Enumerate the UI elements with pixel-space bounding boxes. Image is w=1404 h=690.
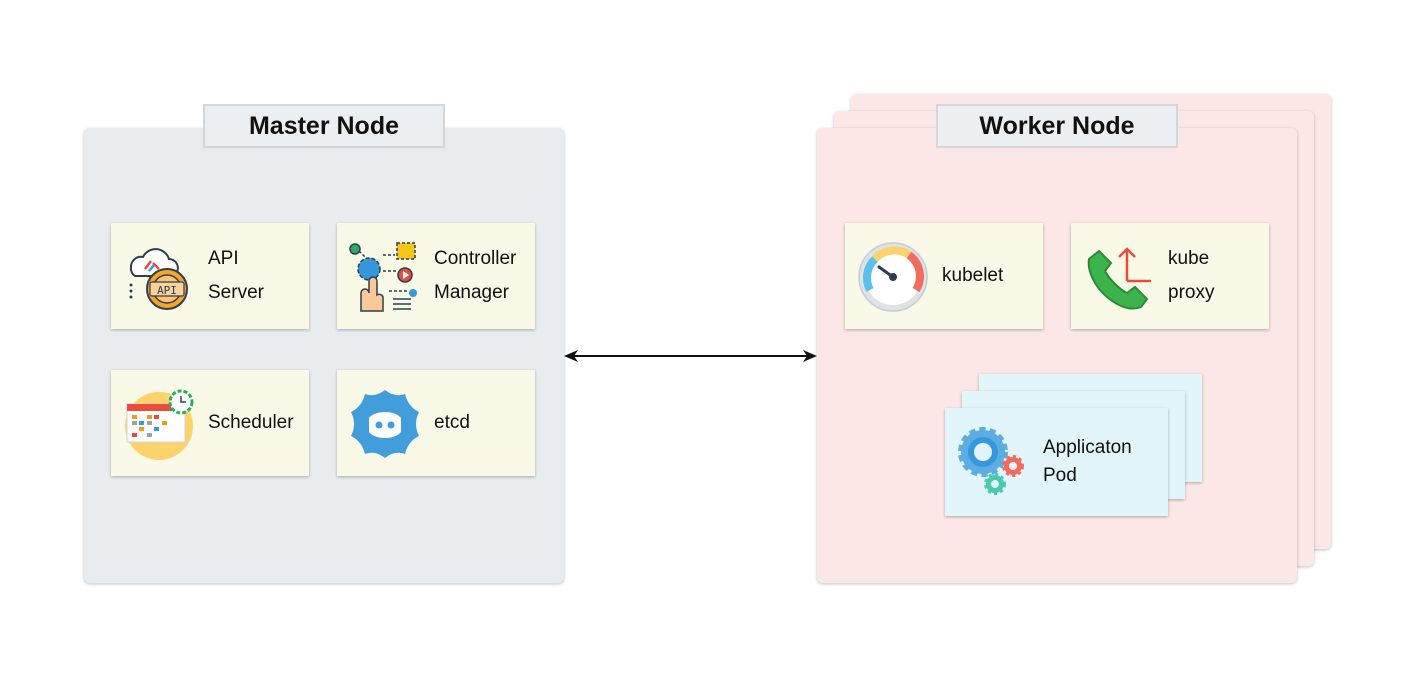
worker-node-title: Worker Node — [936, 104, 1178, 148]
etcd-card: etcd — [337, 370, 535, 476]
master-node-title: Master Node — [203, 104, 445, 148]
app-pod-card: Applicaton Pod — [945, 408, 1168, 516]
controller-manager-card: Controller Manager — [337, 223, 535, 329]
api-server-label-line2: Server — [208, 282, 264, 303]
speedometer-icon — [858, 242, 928, 312]
scheduler-card: Scheduler — [111, 370, 309, 476]
touch-control-flow-icon — [349, 242, 417, 312]
etcd-label: etcd — [434, 412, 470, 433]
api-server-label-line1: API — [208, 248, 239, 269]
svg-text:API: API — [157, 284, 177, 297]
app-pod-label-line1: Applicaton — [1043, 437, 1132, 458]
kube-proxy-card: kube proxy — [1071, 223, 1269, 329]
kube-proxy-label-line2: proxy — [1168, 282, 1215, 303]
controller-manager-label-line1: Controller — [434, 248, 517, 269]
etcd-logo-icon — [351, 390, 419, 458]
kubelet-card: kubelet — [845, 223, 1043, 329]
api-server-card: API API Server — [111, 223, 309, 329]
controller-manager-label-line2: Manager — [434, 282, 509, 303]
scheduler-label: Scheduler — [208, 412, 294, 433]
gears-icon — [958, 427, 1024, 495]
kube-proxy-label-line1: kube — [1168, 248, 1210, 269]
master-node-panel — [84, 128, 564, 583]
app-pod-label-line2: Pod — [1043, 465, 1077, 486]
phone-forward-icon — [1087, 247, 1151, 310]
api-cloud-gear-icon: API — [129, 248, 188, 310]
calendar-clock-icon — [125, 389, 194, 460]
bidirectional-arrow — [564, 350, 817, 362]
kubelet-label: kubelet — [942, 265, 1004, 286]
